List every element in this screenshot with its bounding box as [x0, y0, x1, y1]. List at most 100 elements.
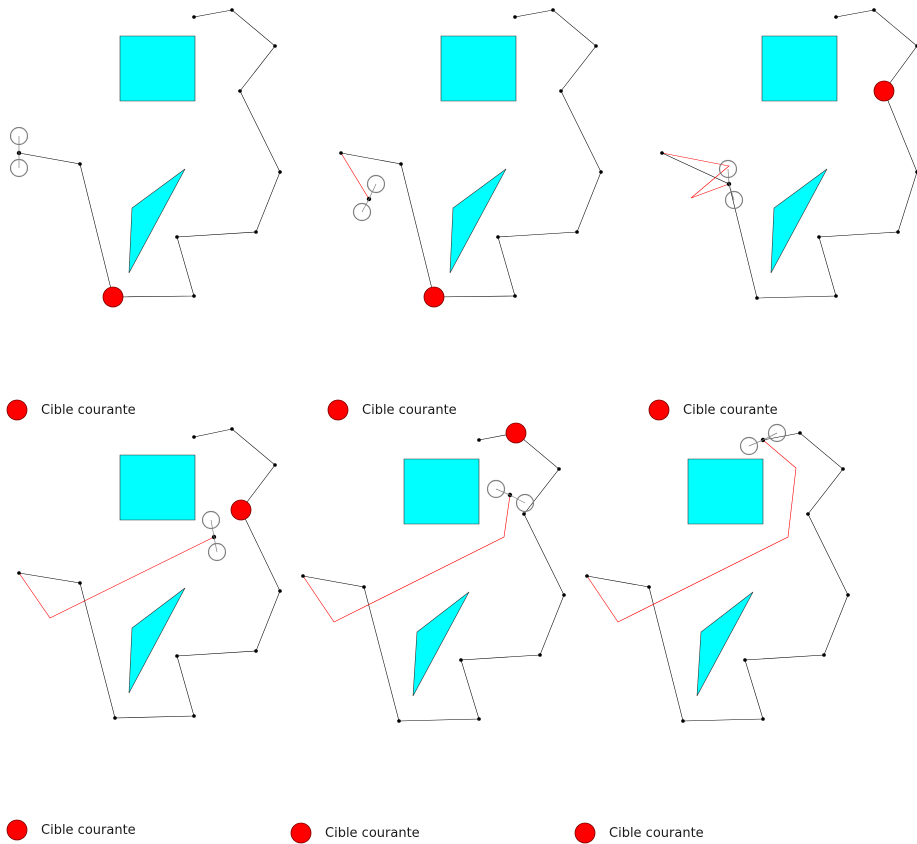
triangle-obstacle	[696, 591, 754, 697]
waypoint	[254, 649, 258, 653]
waypoint	[896, 230, 900, 234]
waypoint	[755, 296, 759, 300]
legend-label: Cible courante	[41, 823, 136, 838]
triangle-obstacle	[128, 587, 186, 694]
waypoint	[273, 44, 277, 48]
waypoint	[175, 235, 179, 239]
sensor-wheel	[739, 436, 759, 456]
panel-1	[9, 8, 282, 308]
panel-5	[301, 422, 566, 723]
waypoint	[585, 574, 589, 578]
triangle-obstacle	[412, 591, 470, 697]
legend-1: Cible courante	[6, 399, 136, 421]
current-target-marker	[505, 422, 527, 444]
waypoint	[175, 654, 179, 658]
robot-trajectory	[586, 439, 797, 623]
waypoint	[301, 574, 305, 578]
current-target-marker	[423, 286, 445, 308]
sensor-wheel	[9, 126, 29, 146]
waypoint	[278, 170, 282, 174]
panel-6	[585, 423, 850, 723]
waypoint	[397, 719, 401, 723]
waypoint	[562, 593, 566, 597]
waypoint	[681, 719, 685, 723]
legend-target-marker	[648, 399, 670, 421]
sensor-wheel	[207, 542, 227, 562]
legend-target-marker	[290, 822, 312, 844]
waypoint	[817, 235, 821, 239]
legend-2: Cible courante	[327, 399, 457, 421]
legend-label: Cible courante	[325, 826, 420, 841]
square-obstacle	[119, 454, 196, 521]
waypoint	[273, 463, 277, 467]
legend-target-marker	[6, 819, 28, 841]
waypoint	[841, 467, 845, 471]
sensor-axle	[727, 168, 730, 185]
waypoint	[513, 294, 517, 298]
waypoint	[192, 714, 196, 718]
current-target-marker	[102, 286, 124, 308]
waypoint	[834, 294, 838, 298]
waypoint	[254, 230, 258, 234]
legend-target-marker	[574, 822, 596, 844]
current-target-marker	[873, 80, 895, 102]
waypoint	[822, 653, 826, 657]
legend-6: Cible courante	[574, 822, 704, 844]
waypoint	[522, 512, 526, 516]
waypoint	[513, 15, 517, 19]
sensor-wheel	[515, 493, 535, 513]
legend-4: Cible courante	[6, 819, 136, 841]
waypoint	[477, 438, 481, 442]
waypoint	[17, 571, 21, 575]
legend-label: Cible courante	[683, 403, 778, 418]
waypoint	[496, 235, 500, 239]
waypoint	[743, 658, 747, 662]
waypoint	[806, 512, 810, 516]
waypoint	[846, 593, 850, 597]
robot-trajectory	[302, 494, 511, 623]
sensor-axle	[213, 536, 218, 553]
waypoint	[647, 585, 651, 589]
legend-label: Cible courante	[41, 403, 136, 418]
waypoint	[798, 431, 802, 435]
sensor-wheel	[9, 158, 29, 178]
sensor-wheel	[718, 159, 738, 179]
waypoint	[192, 15, 196, 19]
waypoint	[872, 8, 876, 12]
waypoint	[78, 581, 82, 585]
waypoint	[557, 467, 561, 471]
waypoint	[660, 151, 664, 155]
sensor-wheel	[352, 202, 372, 222]
square-obstacle	[687, 458, 764, 525]
waypoint	[230, 427, 234, 431]
waypoint	[278, 589, 282, 593]
waypoint	[362, 585, 366, 589]
simulation-panels	[9, 8, 917, 723]
square-obstacle	[440, 35, 517, 102]
waypoint	[238, 89, 242, 93]
sensor-wheel	[767, 423, 787, 443]
waypoint	[599, 170, 603, 174]
triangle-obstacle	[128, 168, 186, 274]
square-obstacle	[403, 458, 480, 525]
waypoint	[834, 15, 838, 19]
sensor-axle	[762, 432, 778, 441]
waypoint	[399, 162, 403, 166]
square-obstacle	[119, 35, 196, 102]
square-obstacle	[761, 35, 838, 102]
triangle-obstacle	[770, 168, 828, 274]
triangle-obstacle	[449, 168, 507, 274]
waypoint	[477, 717, 481, 721]
waypoint	[78, 162, 82, 166]
legend-target-marker	[6, 399, 28, 421]
waypoint	[339, 151, 343, 155]
waypoint	[192, 435, 196, 439]
panel-2	[339, 8, 603, 308]
waypoint	[575, 230, 579, 234]
panel-4	[17, 427, 282, 720]
legend-3: Cible courante	[648, 399, 778, 421]
waypoint	[551, 8, 555, 12]
current-target-marker	[230, 499, 252, 521]
